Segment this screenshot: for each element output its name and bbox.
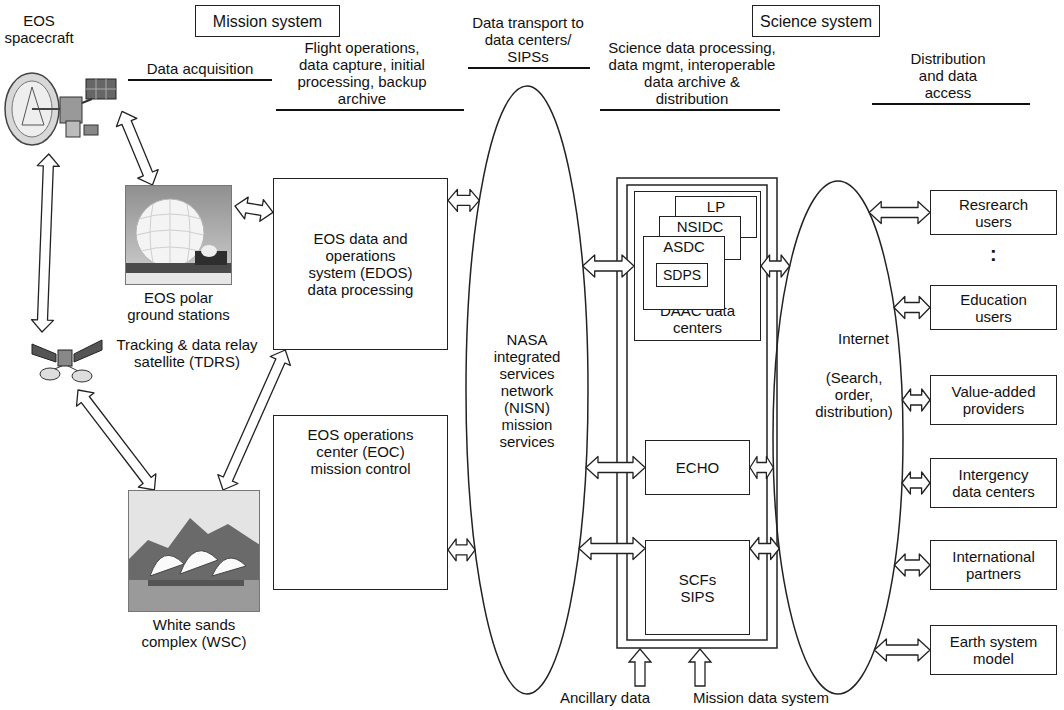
label-slot: Flight operations, data capture, initial…: [295, 39, 429, 107]
node-text: Mission system: [213, 13, 322, 30]
column-heading: Data acquisition: [125, 60, 275, 77]
node-text: ECHO: [676, 459, 719, 476]
node-text: NSIDC: [677, 218, 724, 235]
node-text: LP: [707, 198, 725, 215]
subsystem-box: SDPS: [656, 263, 708, 287]
node-text: Resrearch users: [944, 196, 1044, 230]
column-heading: Data transport to data centers/ SIPSs: [472, 14, 584, 65]
node-text: Internet: [838, 330, 898, 347]
header-box: Science system: [752, 5, 880, 37]
node-text: NASA integrated services network (NISN) …: [485, 331, 569, 450]
label-slot: Data transport to data centers/ SIPSs: [472, 14, 584, 65]
relay-satellite-figure: Tracking & data relay satellite (TDRS): [30, 332, 270, 390]
block-arrow: [750, 457, 773, 479]
user-box: Resrearch users: [930, 190, 1057, 235]
user-box: Education users: [930, 285, 1057, 330]
node-text: EOS operations center (EOC) mission cont…: [305, 426, 417, 477]
node-text: Tracking & data relay satellite (TDRS): [112, 336, 262, 370]
node-text: (Search, order, distribution): [808, 369, 900, 420]
node-text: Intergency data centers: [944, 466, 1044, 500]
block-arrow: [235, 197, 273, 221]
column-heading: Flight operations, data capture, initial…: [295, 39, 429, 107]
process-box: ECHO: [645, 440, 750, 495]
user-box: International partners: [930, 540, 1057, 590]
node-text: Value-added providers: [944, 383, 1044, 417]
label-slot: Ancillary data: [560, 689, 650, 706]
ellipse-outline: [772, 180, 904, 695]
label-slot: Data acquisition: [125, 60, 275, 77]
label-slot: Distribution and data access: [902, 50, 994, 101]
input-label: Ancillary data: [560, 689, 650, 706]
node-text: SDPS: [663, 267, 701, 284]
block-arrow: [579, 538, 645, 560]
label-slot: :: [990, 246, 1010, 263]
network-ellipse: Internet (Search, order, distribution): [772, 180, 904, 695]
network-ellipse: NASA integrated services network (NISN) …: [465, 85, 589, 695]
node-text: EOS spacecraft: [0, 12, 78, 46]
process-box: SCFs SIPS: [645, 540, 750, 635]
label-slot: Science data processing, data mgmt, inte…: [606, 39, 778, 107]
node-text: SCFs SIPS: [673, 571, 723, 605]
user-box: Intergency data centers: [930, 458, 1057, 508]
spacecraft-figure: EOS spacecraft: [0, 12, 122, 154]
data-center-group: DAAC data centersLPNSIDCASDCSDPS: [634, 191, 761, 341]
node-text: International partners: [944, 548, 1044, 582]
user-box: Earth system model: [930, 625, 1057, 675]
node-text: EOS polar ground stations: [125, 289, 232, 323]
block-arrow: [77, 390, 156, 490]
ellipse-border: [773, 181, 903, 694]
node-text: White sands complex (WSC): [128, 616, 260, 650]
block-arrow: [902, 389, 930, 411]
block-arrow: [116, 111, 158, 185]
ground-station-photo: EOS polar ground stations: [125, 185, 235, 325]
ellipse-border: [466, 86, 588, 694]
data-center-box: ASDC SDPS: [643, 236, 725, 310]
block-arrow: [869, 202, 930, 224]
block-arrow: [894, 297, 930, 319]
block-arrow: [894, 554, 930, 576]
block-arrow: [586, 457, 645, 479]
label-slot: Mission data system: [693, 689, 829, 706]
block-arrow: [448, 539, 475, 561]
block-arrow: [32, 154, 60, 332]
process-box: EOS operations center (EOC) mission cont…: [273, 415, 448, 590]
node-text: Education users: [944, 291, 1044, 325]
node-text: Science system: [760, 13, 872, 30]
spacecraft-drawing: [0, 67, 122, 154]
radome-photo: [125, 185, 232, 285]
antenna-field-photo: [128, 490, 260, 612]
block-arrow: [874, 639, 930, 661]
column-heading: Science data processing, data mgmt, inte…: [606, 39, 778, 107]
block-arrow: [583, 255, 634, 277]
node-text: EOS data and operations system (EDOS) da…: [305, 230, 417, 298]
ground-complex-photo: White sands complex (WSC): [128, 490, 260, 652]
user-box: Value-added providers: [930, 375, 1057, 425]
block-arrow: [761, 255, 790, 277]
node-text: Earth system model: [944, 633, 1044, 667]
header-box: Mission system: [195, 5, 340, 37]
block-arrow: [448, 189, 479, 211]
node-text: ASDC: [663, 238, 705, 255]
process-box: EOS data and operations system (EDOS) da…: [273, 178, 448, 350]
ellipsis-mark: :: [990, 246, 1010, 263]
satellite-drawing: [30, 334, 105, 384]
block-arrow: [902, 472, 930, 494]
block-arrow: [750, 538, 779, 560]
column-heading: Distribution and data access: [902, 50, 994, 101]
input-label: Mission data system: [693, 689, 829, 706]
